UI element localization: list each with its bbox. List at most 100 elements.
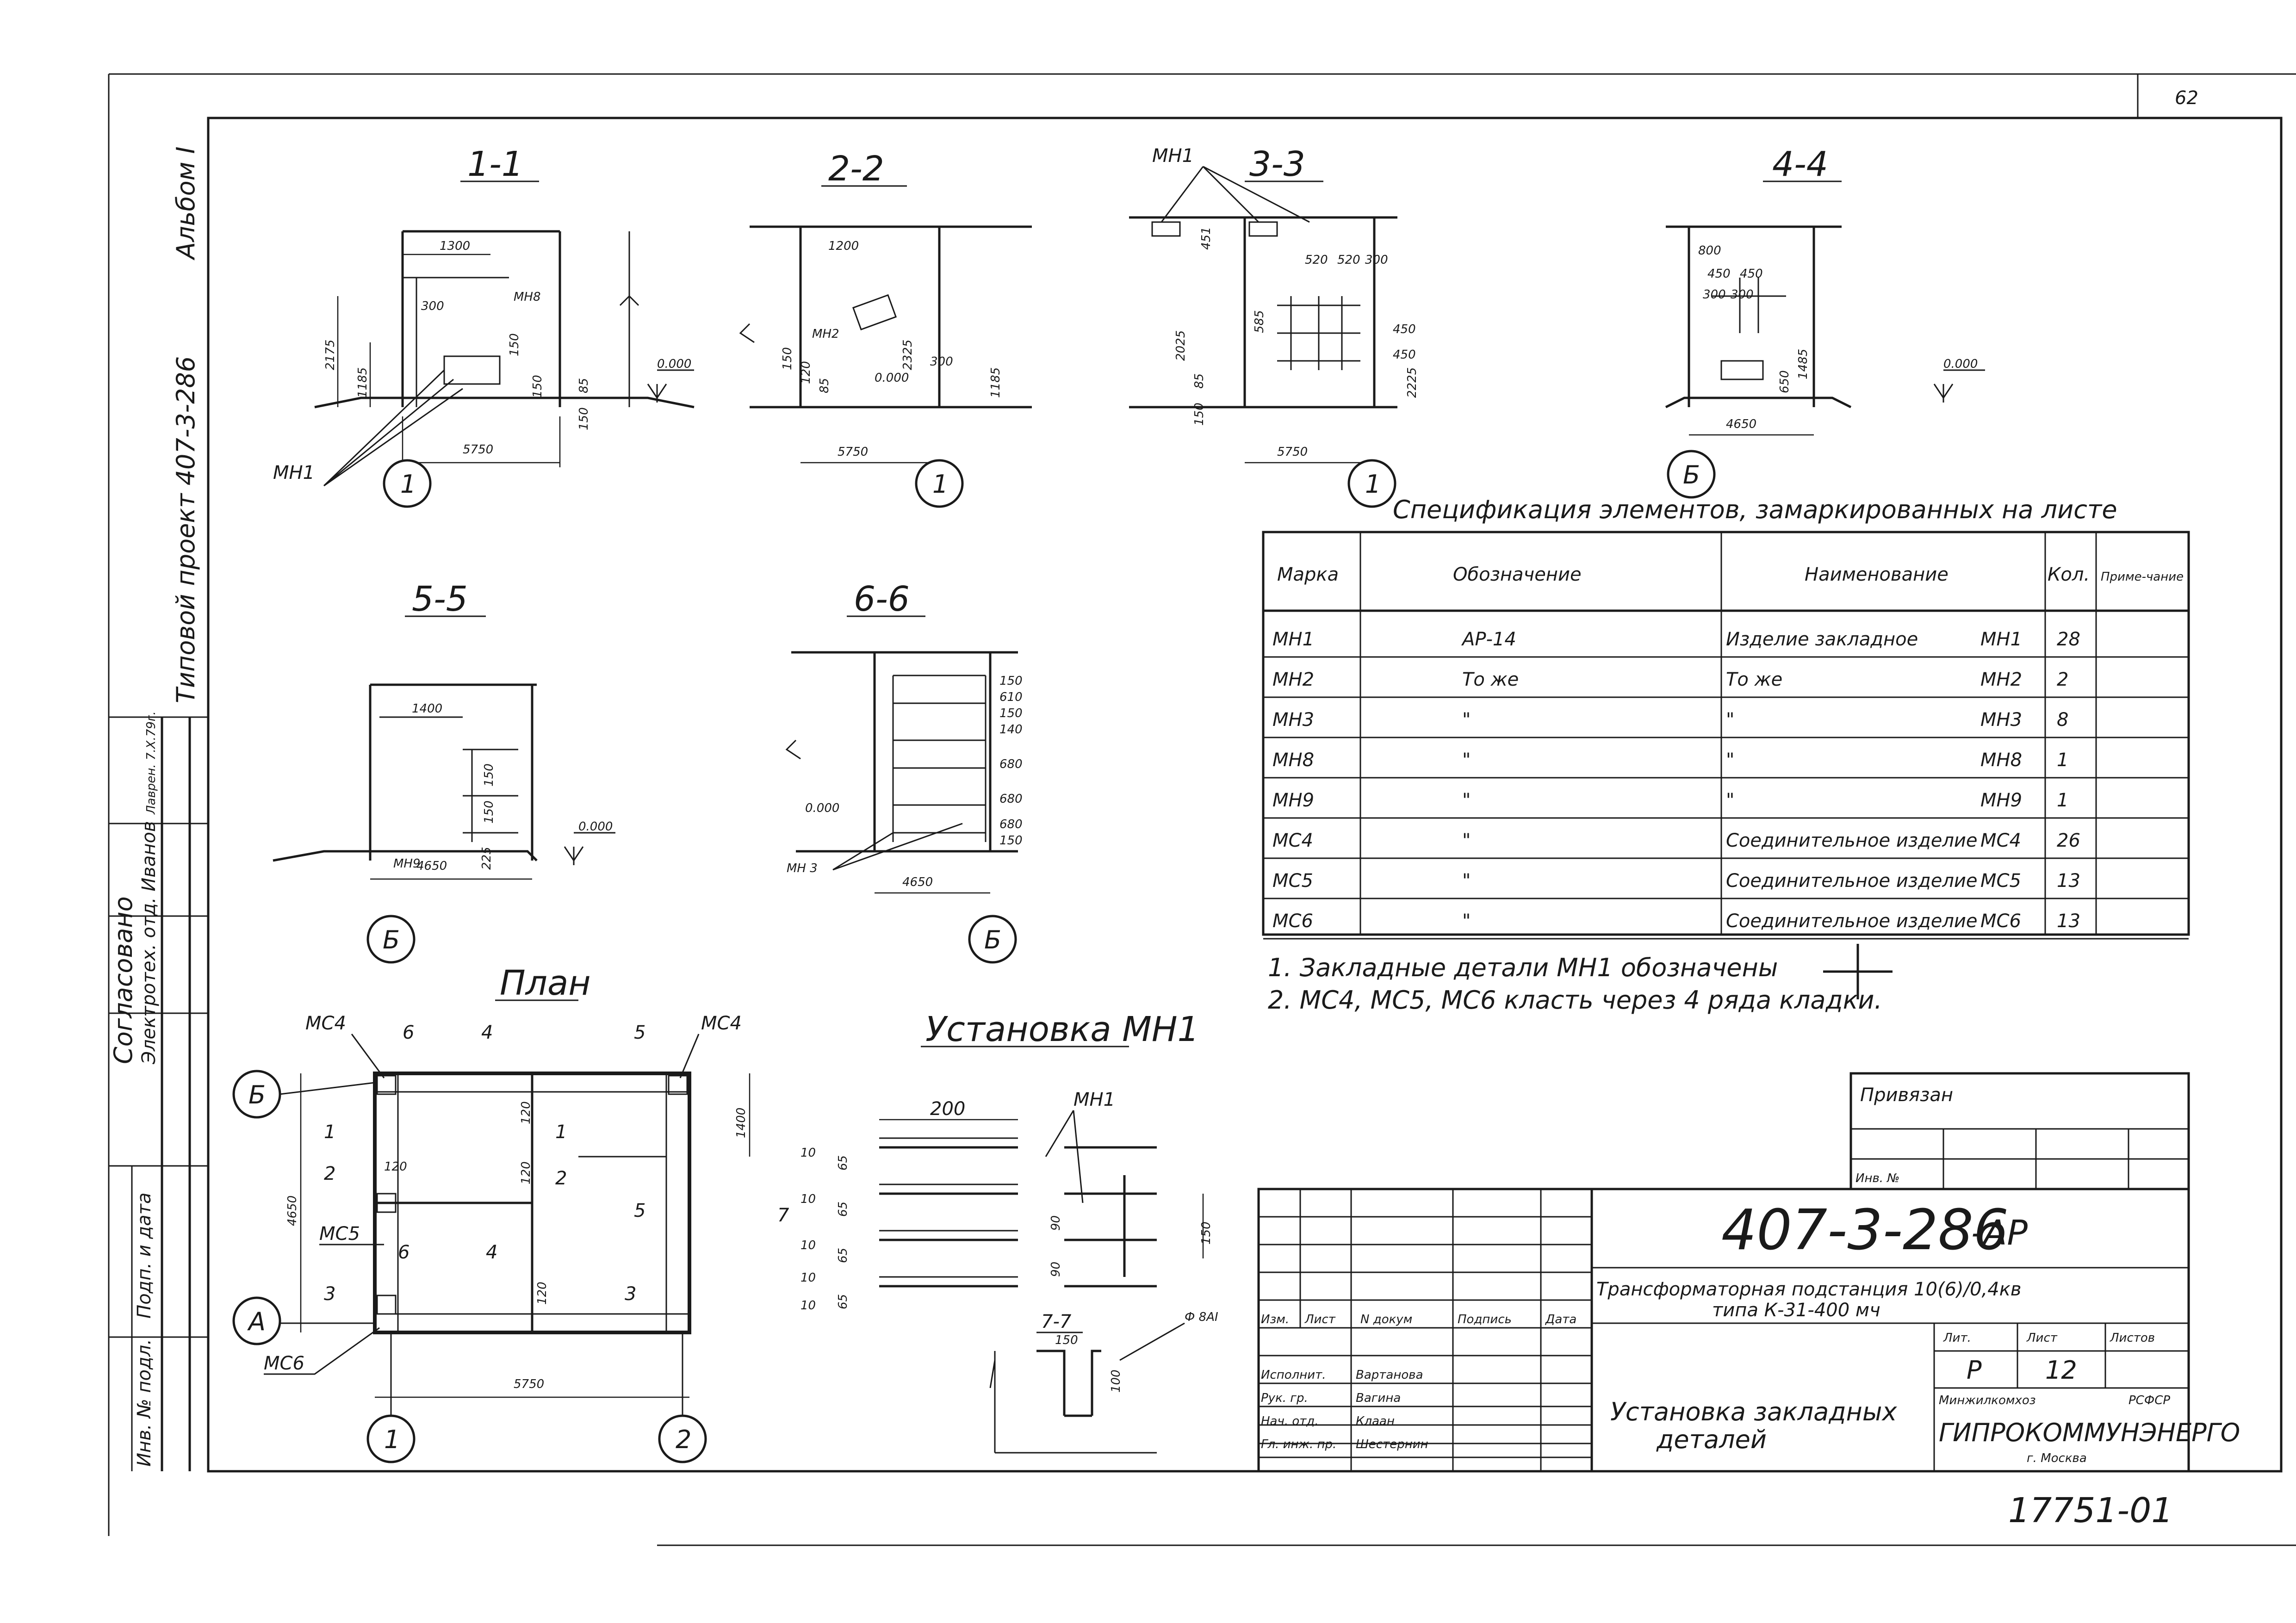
section-4-4-width: 4650 xyxy=(1726,417,1756,431)
title-col-label: N докум xyxy=(1360,1313,1412,1326)
install-left-dims: 10 10 10 10 10 65 65 65 65 xyxy=(800,1146,850,1313)
section-2-2-elevation: 0.000 xyxy=(875,371,909,385)
drawing-code-suffix: -АР xyxy=(1971,1213,2028,1253)
plan-small-dim: 120 xyxy=(519,1101,533,1124)
spec-header: Наименование xyxy=(1805,564,1948,585)
section-4-4-d800: 800 xyxy=(1698,244,1721,258)
install-d100: 100 xyxy=(1109,1369,1123,1393)
section-1-1-mn1-label: МН1 xyxy=(273,462,315,483)
spec-cell-mark: МН8 xyxy=(1272,750,1314,771)
install-cut-7-7: 7-7 xyxy=(1041,1311,1072,1332)
section-6-6-dim: 150 xyxy=(999,674,1023,688)
section-2-2-mark-mn2: МН2 xyxy=(812,327,839,341)
section-4-4-d650: 650 xyxy=(1778,370,1792,393)
title-block-grid xyxy=(1259,1189,1592,1471)
spec-header: Приме-чание xyxy=(2101,570,2184,584)
install-rebar: Ф 8АI xyxy=(1185,1310,1218,1324)
install-mn1-detail: Установка МН1 200 МН1 10 10 10 10 10 65 … xyxy=(777,1010,1218,1454)
install-left-dim: 10 xyxy=(800,1239,816,1252)
spec-cell-mark: МС6 xyxy=(1272,911,1313,932)
title-col-label: Лист xyxy=(1304,1313,1336,1326)
spec-cell-name: " xyxy=(1726,709,1734,731)
install-dim-65: 65 xyxy=(836,1248,850,1263)
spec-cell-qty: 26 xyxy=(2057,830,2080,851)
section-1-1-d150b: 150 xyxy=(531,375,545,398)
spec-cell-qty: 2 xyxy=(2057,669,2068,690)
section-2-2-d2325: 2325 xyxy=(901,340,915,370)
section-3-3-d2225: 2225 xyxy=(1405,367,1419,398)
section-3-3-axis: 1 xyxy=(1365,470,1381,499)
project-label: Типовой проект 407-3-286 xyxy=(171,356,200,703)
section-6-6: 6-6 150 610 150 140 680 680 680 150 4650… xyxy=(785,579,1023,964)
plan-mc4-left: МС4 xyxy=(305,1013,346,1034)
plan-axis-1: 1 xyxy=(384,1425,400,1454)
section-3-3: 3-3 МН1 5750 451 520 520 300 585 450 450… xyxy=(1129,144,1419,508)
sheet-number: 12 xyxy=(2045,1356,2077,1385)
plan-axis-b: Б xyxy=(248,1080,266,1109)
binding-box: Привязан Инв. № xyxy=(1849,1072,2190,1190)
section-6-6-elevation: 0.000 xyxy=(805,801,839,815)
organization-name: ГИПРОКОММУНЭНЕРГО xyxy=(1939,1418,2240,1447)
title-col-label: Подпись xyxy=(1458,1313,1512,1326)
section-3-3-d450b: 450 xyxy=(1393,348,1416,362)
install-mn1-label: МН1 xyxy=(1074,1089,1115,1110)
spec-cell-name-mark: МН8 xyxy=(1980,750,2022,771)
section-1-1-width: 5750 xyxy=(463,443,493,457)
section-1-1-d150c: 150 xyxy=(577,407,591,430)
spec-cell-mark: МС4 xyxy=(1272,830,1313,851)
section-4-4-d300: 300 xyxy=(1703,288,1726,302)
inv-label: Инв. № подл. xyxy=(134,1339,155,1467)
section-6-6-dim: 680 xyxy=(999,818,1023,831)
spec-cell-mark: МН1 xyxy=(1272,629,1314,650)
section-6-6-dim: 150 xyxy=(999,834,1023,848)
section-6-6-mark-mn3: МН 3 xyxy=(787,861,818,875)
section-5-5-mark-mn9: МН9 xyxy=(393,857,421,871)
section-6-6-dims: 150 610 150 140 680 680 680 150 xyxy=(999,674,1023,848)
section-3-3-title: 3-3 xyxy=(1249,144,1305,184)
section-2-2: 2-2 5750 1200 2325 300 1185 150 120 85 М… xyxy=(739,149,1032,508)
spec-cell-name-mark: МН2 xyxy=(1980,669,2022,690)
plan-mc5: МС5 xyxy=(319,1223,360,1245)
spec-cell-designation: АР-14 xyxy=(1461,629,1516,650)
title-col-labels: Изм. Лист N докум Подпись Дата xyxy=(1261,1313,1576,1326)
person-role: Гл. инж. пр. xyxy=(1261,1437,1336,1451)
plan-mc4-right: МС4 xyxy=(701,1013,742,1034)
plan-cut: 4 xyxy=(481,1022,493,1043)
section-1-1-axis: 1 xyxy=(400,470,416,499)
person-name: Вагина xyxy=(1356,1391,1401,1405)
note-2: 2. МС4, МС5, МС6 класть через 4 ряда кла… xyxy=(1268,985,1882,1015)
spec-table: Спецификация элементов, замаркированных … xyxy=(1262,495,2190,940)
plan-cut: 1 xyxy=(555,1121,567,1143)
spec-header: Кол. xyxy=(2048,564,2090,585)
spec-cell-name: То же xyxy=(1726,669,1782,690)
notes: 1. Закладные детали МН1 обозначены 2. МС… xyxy=(1268,944,1893,1015)
section-2-2-d85: 85 xyxy=(818,378,832,393)
plan-cut: 3 xyxy=(324,1283,335,1305)
title-col-label: Дата xyxy=(1545,1313,1576,1326)
section-6-6-axis: Б xyxy=(984,925,1001,954)
section-6-6-title: 6-6 xyxy=(854,579,910,619)
spec-cell-name: Соединительное изделие xyxy=(1726,830,1978,851)
drawing-code: 407-3-286 xyxy=(1721,1198,2009,1263)
plan-view: План 5750 4650 1400 МС4 МС4 МС5 МС6 6 4 … xyxy=(232,963,751,1463)
spec-cell-mark: МН9 xyxy=(1272,790,1314,811)
binding-inv: Инв. № xyxy=(1855,1171,1899,1185)
spec-title: Спецификация элементов, замаркированных … xyxy=(1393,495,2117,524)
install-title: Установка МН1 xyxy=(925,1010,1199,1049)
section-1-1: 1-1 5750 1300 300 2175 1185 150 150 85 1… xyxy=(273,144,695,508)
section-2-2-d1185: 1185 xyxy=(989,367,1003,398)
plan-mc6: МС6 xyxy=(264,1353,304,1374)
person-name: Шестернин xyxy=(1356,1437,1428,1451)
install-d90b: 90 xyxy=(1049,1262,1063,1277)
plan-cut: 5 xyxy=(634,1022,645,1043)
section-5-5-axis: Б xyxy=(383,925,400,954)
install-left-dim: 10 xyxy=(800,1192,816,1206)
person-role: Рук. гр. xyxy=(1261,1391,1308,1405)
spec-cell-name: " xyxy=(1726,790,1734,811)
section-2-2-axis: 1 xyxy=(932,470,948,499)
stage-label: Лит. xyxy=(1943,1331,1971,1345)
sheet-title-2: деталей xyxy=(1656,1425,1767,1454)
spec-cell-name-mark: МН9 xyxy=(1980,790,2022,811)
plan-small-dim: 120 xyxy=(384,1160,407,1174)
